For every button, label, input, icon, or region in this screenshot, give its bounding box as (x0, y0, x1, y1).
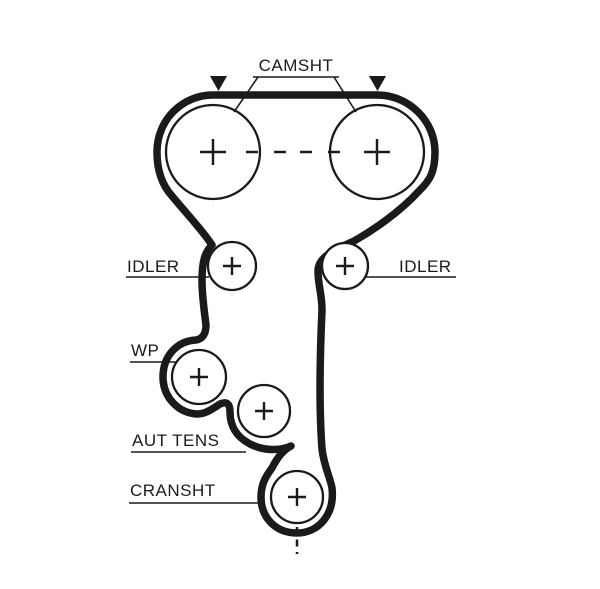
timing-arrow-icon-left (210, 76, 227, 91)
cross-mark-camshaft-right (364, 139, 390, 165)
label-idler-left: IDLER (127, 257, 180, 276)
label-crankshaft: CRANSHT (130, 481, 216, 500)
cross-mark-auto-tensioner (255, 402, 273, 420)
label-auto-tensioner: AUT TENS (132, 431, 219, 450)
label-idler-right: IDLER (399, 257, 452, 276)
label-water-pump: WP (131, 341, 159, 360)
timing-arrow-icon-right (369, 76, 386, 91)
label-camshaft: CAMSHT (259, 56, 334, 75)
cross-mark-camshaft-left (200, 139, 226, 165)
cross-mark-idler-right (336, 257, 354, 275)
cross-mark-crankshaft (288, 488, 306, 506)
cross-mark-idler-left (223, 257, 241, 275)
camshaft-leader-right (333, 76, 357, 113)
camshaft-leader-left (233, 76, 259, 113)
cross-mark-water-pump (190, 368, 208, 386)
